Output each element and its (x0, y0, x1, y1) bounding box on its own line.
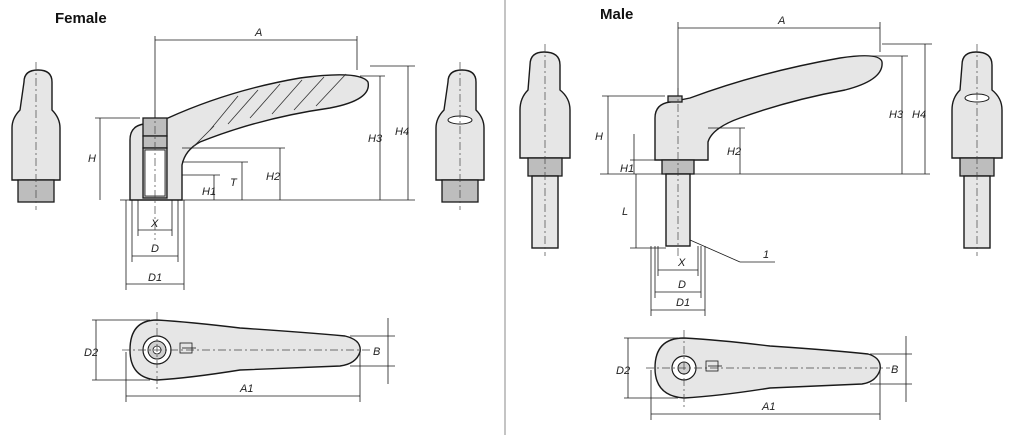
female-side-view-right (435, 62, 485, 210)
male-heading: Male (600, 6, 634, 23)
female-dim-d: D (151, 243, 159, 255)
male-dim-a: A (777, 15, 785, 27)
male-dim-d1: D1 (676, 297, 690, 309)
male-dim-h4: H4 (912, 109, 926, 121)
male-dim-h2: H2 (727, 146, 741, 158)
female-dim-h3: H3 (368, 133, 383, 145)
male-top-view: D2 B A1 (616, 330, 912, 420)
female-dim-h4: H4 (395, 126, 409, 138)
female-dim-a1: A1 (239, 383, 253, 395)
female-side-view-left (11, 62, 61, 210)
female-dim-d2: D2 (84, 347, 98, 359)
female-top-view: D2 B A1 (84, 312, 395, 402)
female-heading: Female (55, 10, 107, 27)
male-dim-l: L (622, 206, 628, 218)
male-dim-h: H (595, 131, 603, 143)
female-dim-h2: H2 (266, 171, 280, 183)
male-side-view-left (519, 44, 571, 256)
female-dim-x: X (150, 218, 159, 230)
female-dim-h: H (88, 153, 96, 165)
male-callout-1: 1 (763, 249, 769, 261)
male-dim-a1: A1 (761, 401, 775, 413)
male-side-view-right (951, 44, 1003, 256)
logo-icon (705, 360, 722, 372)
male-dim-h3: H3 (889, 109, 904, 121)
female-dim-d1: D1 (148, 272, 162, 284)
male-dim-h1: H1 (620, 163, 634, 175)
logo-icon (179, 342, 196, 354)
female-front-view: A H H3 H4 H2 T H1 X D D1 (88, 27, 415, 290)
female-dim-b: B (373, 346, 380, 358)
male-front-view: A H H1 L H2 H3 H4 X D D1 (595, 15, 932, 316)
male-dim-b: B (891, 364, 898, 376)
male-dim-x: X (677, 257, 686, 269)
male-dim-d: D (678, 279, 686, 291)
male-dim-d2: D2 (616, 365, 630, 377)
female-dim-h1: H1 (202, 186, 216, 198)
female-dim-a: A (254, 27, 262, 39)
female-dim-t: T (230, 177, 238, 189)
